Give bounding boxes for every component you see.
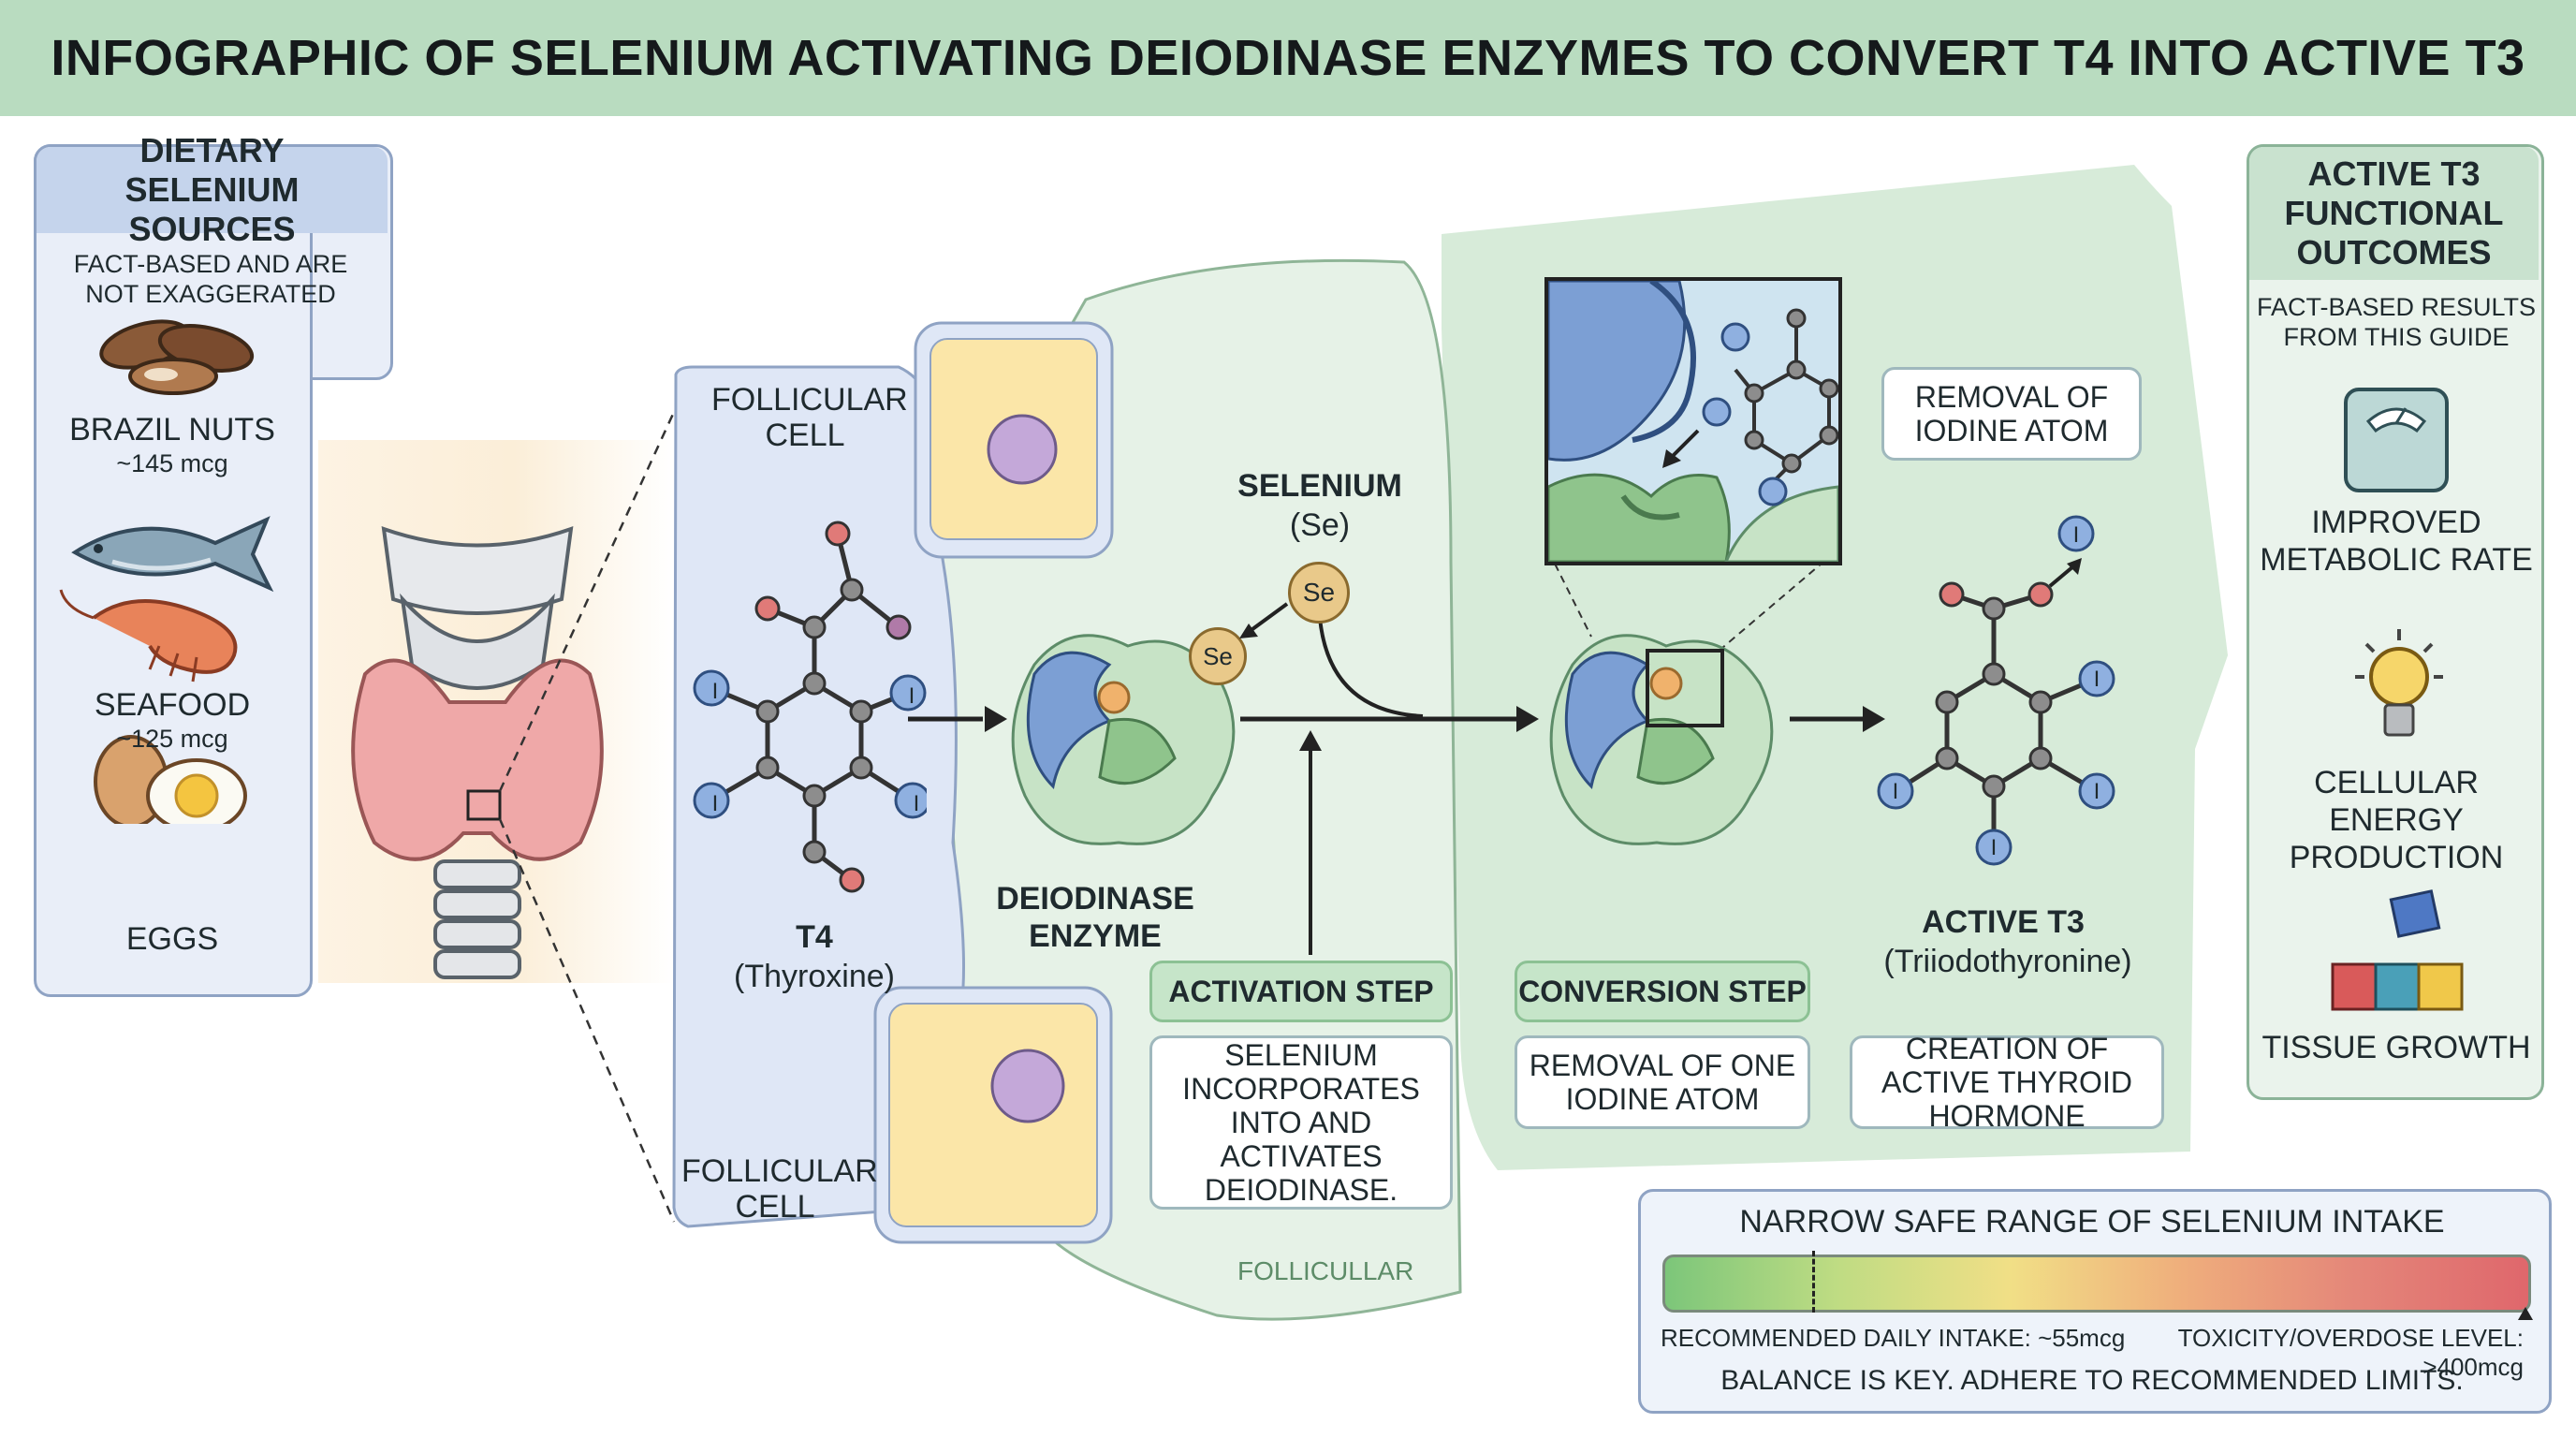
outcomes-panel: [2247, 144, 2544, 1100]
deiodinase-enzyme-illustration: [1011, 634, 1236, 845]
t3-molecule: [1877, 515, 2115, 866]
t3-iodine-label-1: I: [2093, 667, 2100, 692]
t3-iodine-label-3: I: [2093, 779, 2100, 804]
recommended-intake-label: RECOMMENDED DAILY INTAKE: ~55mcg: [1661, 1324, 2126, 1352]
toxicity-level-label: TOXICITY/OVERDOSE LEVEL: >400mcg: [2177, 1324, 2524, 1381]
safe-range-gradient-bar: [1662, 1255, 2531, 1313]
title-bar: INFOGRAPHIC OF SELENIUM ACTIVATING DEIOD…: [0, 0, 2576, 116]
zoom-box: [466, 789, 502, 821]
conversion-step-tag: CONVERSION STEP: [1515, 961, 1810, 1022]
t3-iodine-label-2: I: [1892, 779, 1899, 804]
shrimp-icon: [59, 589, 238, 682]
t4-molecule: [693, 521, 927, 893]
selenium-atom-free: Se: [1288, 562, 1350, 624]
t4-name: T4: [796, 919, 833, 955]
activation-step-description: SELENIUM INCORPORATES INTO AND ACTIVATES…: [1149, 1035, 1453, 1210]
fish-icon: [71, 516, 274, 593]
outcome-energy-production: CELLULAR ENERGY PRODUCTION: [2289, 765, 2504, 875]
t4-iodine-label-2: I: [908, 683, 915, 709]
iodine-atom-removed: [2057, 515, 2095, 552]
follicular-cell-top-label: FOLLICULAR CELL: [711, 382, 908, 453]
t3-creation-description: CREATION OF ACTIVE THYROID HORMONE: [1850, 1032, 2164, 1133]
recommended-intake-marker: [1811, 1251, 1815, 1313]
conversion-enzyme-illustration: [1549, 634, 1774, 845]
iodine-atom: [1975, 829, 2012, 866]
t3-iodine-label-removed: I: [2072, 522, 2080, 548]
selenium-symbol: (Se): [1289, 507, 1351, 543]
page-title: INFOGRAPHIC OF SELENIUM ACTIVATING DEIOD…: [51, 30, 2525, 86]
egg-icon: [94, 735, 247, 824]
toxicity-marker: [2518, 1307, 2533, 1320]
thyroid-gland-illustration: [351, 526, 604, 979]
sources-heading: DIETARY SELENIUM SOURCES: [124, 131, 300, 248]
source-amount-seafood: ~125 mcg: [116, 725, 228, 753]
conversion-step-description: REMOVAL OF ONE IODINE ATOM: [1515, 1035, 1810, 1129]
iodine-atom: [693, 782, 730, 819]
enzyme-name: DEIODINASE ENZYME: [996, 881, 1194, 954]
t4-fullname: (Thyroxine): [734, 959, 895, 994]
safe-range-note: BALANCE IS KEY. ADHERE TO RECOMMENDED LI…: [1720, 1365, 2464, 1396]
removal-iodine-label: REMOVAL OF IODINE ATOM: [1881, 367, 2142, 461]
t4-iodine-label-1: I: [711, 679, 719, 704]
follicular-cell-bottom-label: FOLLICULAR CELL: [681, 1153, 878, 1225]
t4-iodine-label-3: I: [711, 791, 719, 816]
activation-step-tag: ACTIVATION STEP: [1149, 961, 1453, 1022]
lightbulb-icon: [2355, 629, 2443, 737]
sources-note: FACT-BASED AND ARE NOT EXAGGERATED: [73, 250, 348, 308]
t3-iodine-label-4: I: [1990, 835, 1998, 860]
iodine-atom: [1877, 772, 1914, 810]
scale-icon: [2344, 388, 2449, 492]
selenium-name: SELENIUM: [1237, 468, 1402, 504]
outcome-metabolic-rate: IMPROVED METABOLIC RATE: [2260, 505, 2533, 578]
outcome-tissue-growth: TISSUE GROWTH: [2261, 1030, 2531, 1065]
blocks-icon: [2331, 889, 2464, 1011]
selenium-arrow: [1239, 602, 1289, 638]
outcomes-note: FACT-BASED RESULTS FROM THIS GUIDE: [2256, 293, 2537, 351]
enzyme-zoom-inset: [1544, 277, 1842, 565]
iodine-atom: [693, 669, 730, 707]
outcomes-heading-box: ACTIVE T3 FUNCTIONAL OUTCOMES: [2249, 147, 2539, 280]
outcomes-heading: ACTIVE T3 FUNCTIONAL OUTCOMES: [2284, 154, 2504, 271]
iodine-atom: [2078, 772, 2115, 810]
t3-name: ACTIVE T3: [1922, 904, 2085, 940]
brazil-nut-icon: [99, 319, 255, 395]
iodine-atom: [889, 674, 927, 712]
source-amount-brazil-nuts: ~145 mcg: [116, 449, 228, 477]
source-name-eggs: EGGS: [125, 921, 219, 957]
safe-range-heading: NARROW SAFE RANGE OF SELENIUM INTAKE: [1739, 1204, 2445, 1240]
sources-heading-box: DIETARY SELENIUM SOURCES: [37, 131, 388, 248]
iodine-atom: [894, 782, 927, 819]
t4-iodine-label-4: I: [913, 791, 920, 816]
source-name-brazil-nuts: BRAZIL NUTS: [69, 412, 275, 448]
watermark: FOLLICULLAR: [1237, 1256, 1414, 1285]
inset-protein-structure: [1546, 278, 1840, 564]
source-name-seafood: SEAFOOD: [94, 687, 251, 723]
t3-fullname: (Triiodothyronine): [1883, 944, 2132, 979]
iodine-atom: [2078, 660, 2115, 697]
food-icons: [59, 319, 274, 824]
selenium-atom-bound: Se: [1189, 627, 1247, 685]
